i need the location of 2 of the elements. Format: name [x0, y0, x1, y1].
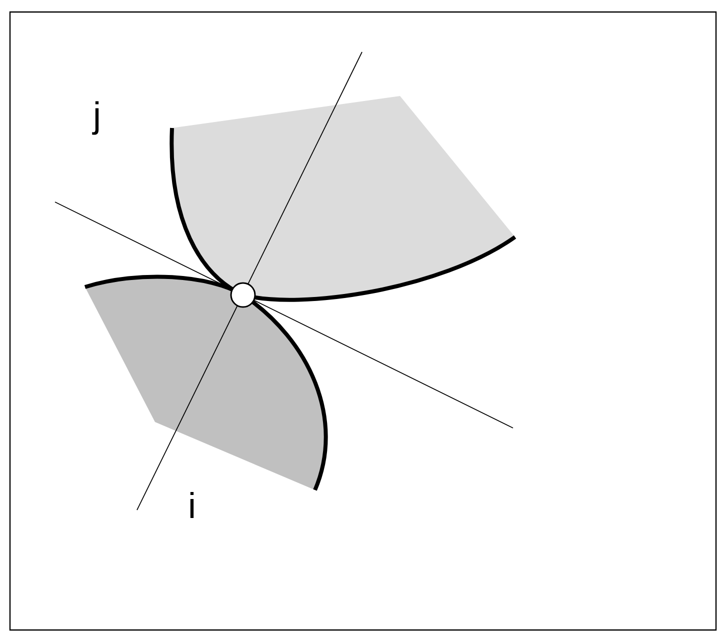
- body-label: i: [190, 492, 194, 518]
- body-label: j: [92, 101, 99, 135]
